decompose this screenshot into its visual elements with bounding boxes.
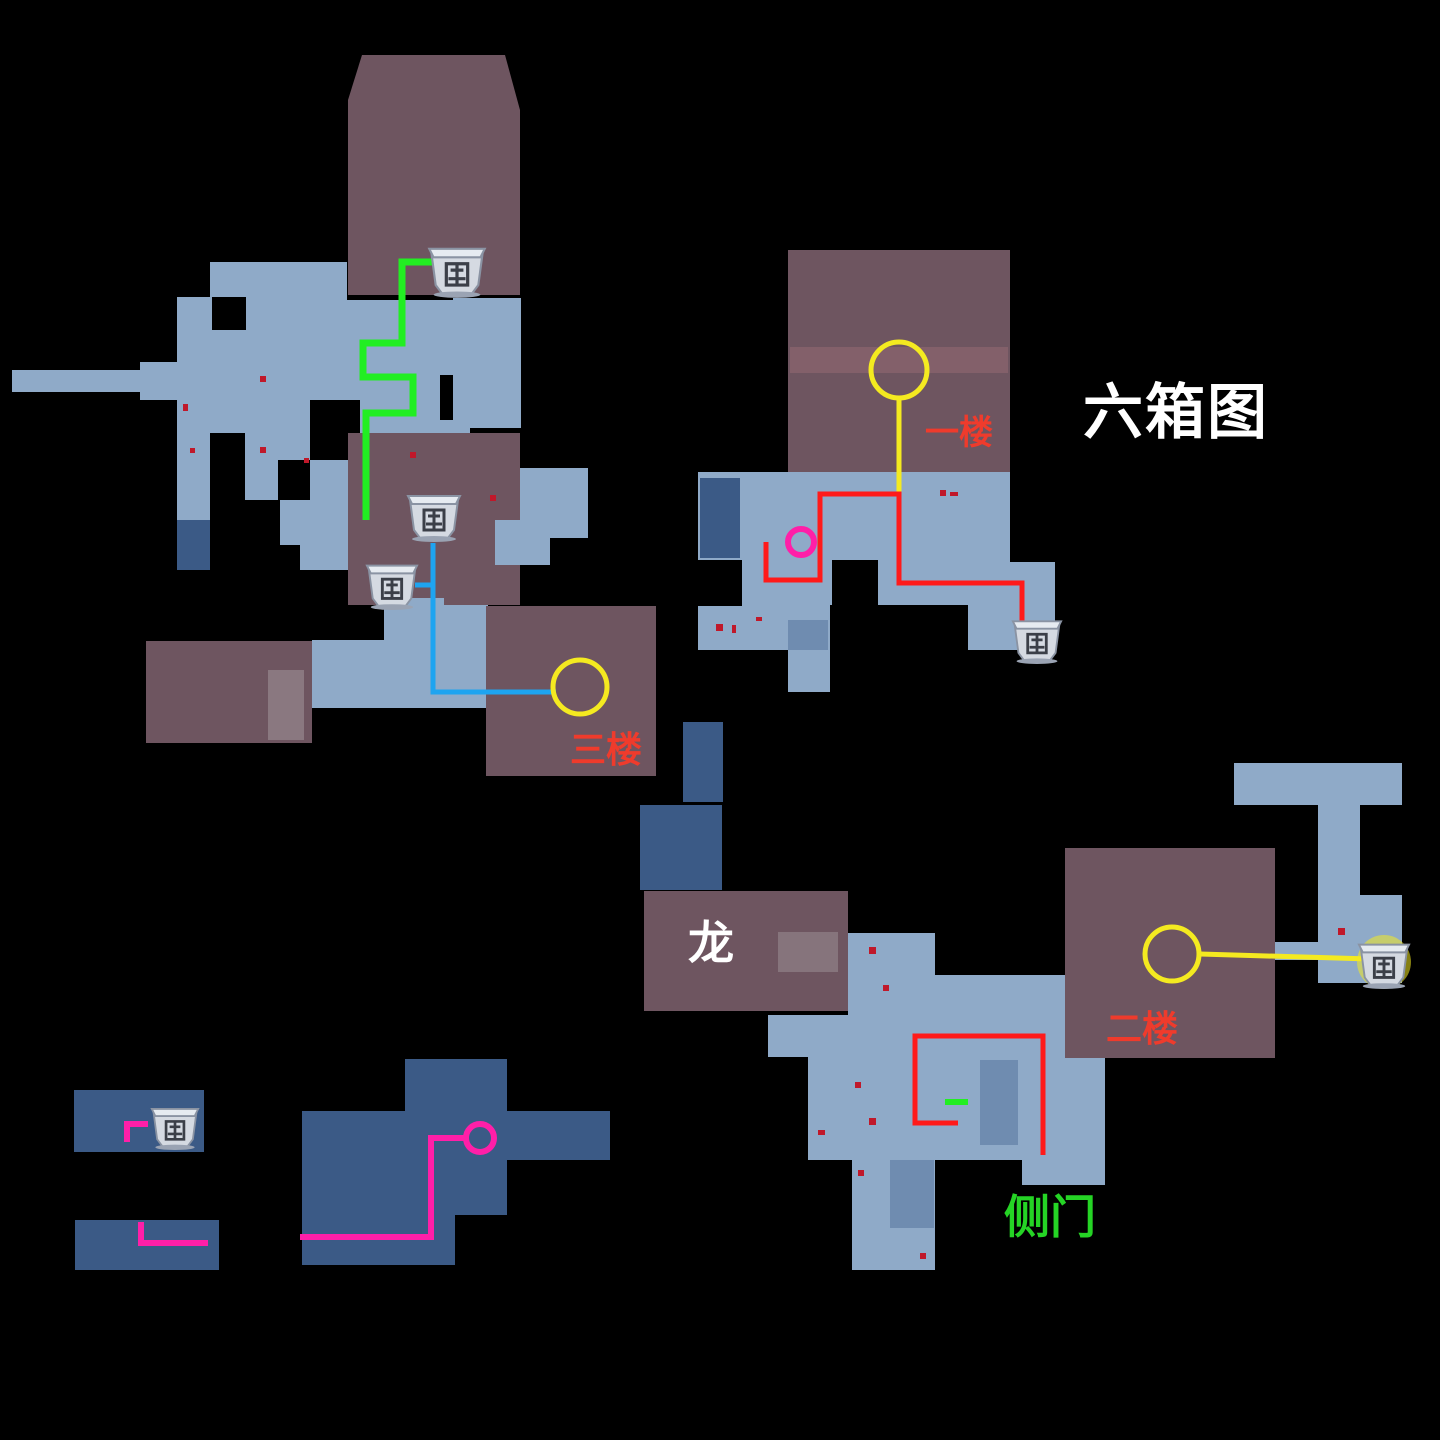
map-room	[140, 362, 180, 400]
region-floor-1	[698, 250, 1063, 692]
route-green	[359, 258, 433, 520]
route-red	[912, 1033, 1046, 1155]
map-room	[300, 540, 350, 570]
map-room	[640, 805, 722, 890]
map-room	[790, 347, 1008, 373]
map-room	[788, 620, 828, 650]
floor-1-label: 一楼	[925, 413, 993, 453]
side-door-label: 侧门	[1004, 1190, 1096, 1244]
marker-dots	[818, 928, 1345, 1259]
route-magenta	[300, 1135, 466, 1240]
route-yellow	[1199, 951, 1371, 962]
route-magenta	[124, 1121, 148, 1142]
map-room	[1318, 805, 1360, 943]
map-room	[280, 500, 350, 545]
route-red	[763, 491, 1025, 640]
map-room	[698, 472, 1055, 692]
map-room	[890, 1160, 934, 1228]
circle-target-icon	[785, 526, 817, 558]
map-room	[778, 932, 838, 972]
map-room	[1065, 1055, 1105, 1185]
circle-target-icon	[1142, 924, 1202, 984]
map-room	[700, 478, 740, 558]
map-room	[453, 298, 521, 428]
map-room	[495, 520, 550, 565]
floor-2-label: 二楼	[1106, 1009, 1179, 1050]
map-room	[302, 1059, 610, 1265]
circle-target-icon	[868, 339, 930, 401]
map-room	[980, 1060, 1018, 1145]
map-title: 六箱图	[1083, 378, 1269, 448]
circle-target-icon	[463, 1121, 497, 1155]
route-magenta	[138, 1222, 208, 1246]
treasure-chest-icon	[1011, 619, 1063, 664]
region-floor-2	[640, 722, 1411, 1270]
floor-3-label: 三楼	[570, 730, 643, 771]
map-room	[348, 55, 520, 295]
region-top-left	[12, 55, 656, 776]
circle-target-icon	[550, 657, 610, 717]
map-corridor	[12, 370, 177, 392]
map-corridor	[312, 640, 488, 708]
region-bottom-left	[74, 1059, 610, 1270]
route-blue	[430, 543, 556, 695]
marker-dots	[716, 490, 958, 633]
map-room	[177, 520, 210, 570]
map-room	[268, 670, 304, 740]
map-room-hole	[212, 297, 246, 330]
marker-dots	[183, 376, 496, 501]
dragon-label: 龙	[688, 916, 734, 970]
map-room	[410, 605, 488, 645]
map-room	[683, 722, 723, 802]
